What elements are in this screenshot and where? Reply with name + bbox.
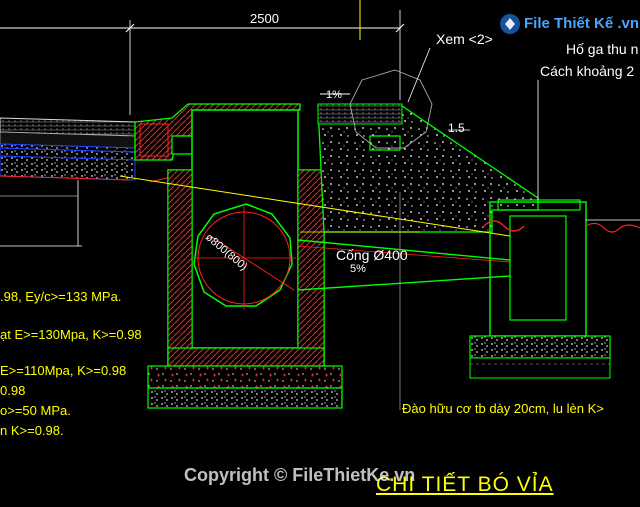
pipe-800 [192,203,296,310]
callout-pit: Hố ga thu n [566,41,639,57]
leader-lines [399,47,470,410]
dimension-2500 [0,0,405,115]
spec-line-5: o>=50 MPa. [0,403,71,418]
drawing-title: CHI TIẾT BÓ VỈA [376,473,554,496]
callout-see-detail: Xem <2> [436,31,493,47]
slope-top-label: 1% [326,89,342,101]
dimension-label: 2500 [250,11,279,26]
drainage-chamber [147,109,343,409]
detail-circle [349,69,433,149]
pipe-400-label: Cống Ø400 [336,247,408,263]
pipe-slope-label: 5% [350,263,366,275]
excavation-note: Đào hữu cơ tb dày 20cm, lu lèn K> [402,401,604,416]
spec-line-1: .98, Ey/c>=133 MPa. [0,289,122,304]
watermark-logo-text: File Thiết Kế .vn [524,15,640,32]
copyright-watermark: Copyright © FileThietKe.vn [184,465,416,485]
spec-line-3: E>=110Mpa, K>=0.98 [0,363,127,378]
spec-line-6: n K>=0.98. [0,423,64,438]
road-pavement [0,117,136,247]
callout-spacing: Cách khoảng 2 [540,63,635,79]
watermark-logo-mark [500,14,520,34]
spec-line-4: 0.98 [0,383,26,398]
pipe-400 [119,175,511,291]
spec-line-2: ạt E>=130Mpa, K>=0.98 [0,327,142,342]
slope-side-label: 1.5 [448,121,465,135]
catch-basin [469,80,640,379]
